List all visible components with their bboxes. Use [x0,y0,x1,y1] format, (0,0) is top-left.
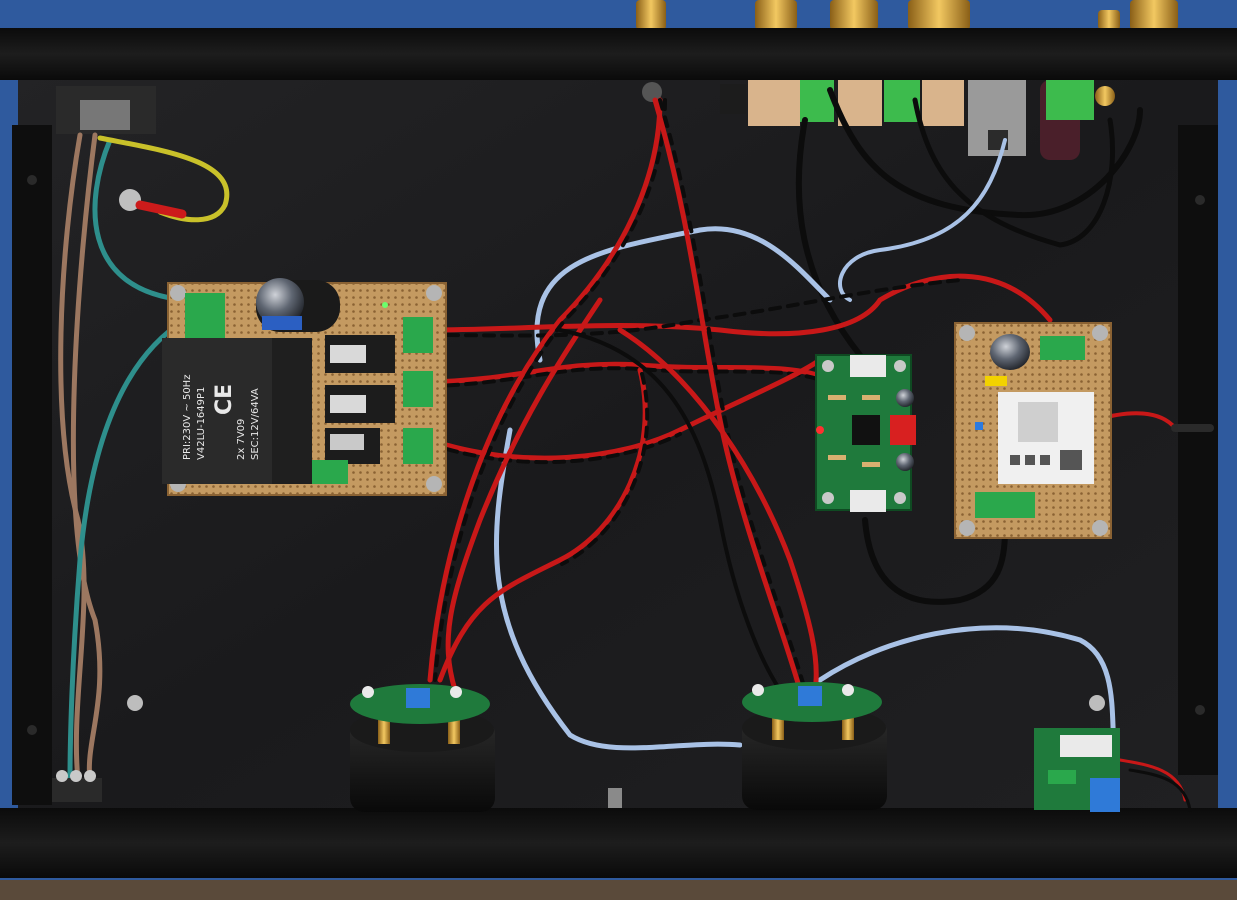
toroidal-transformer: PRI:230V ~ 50Hz V42LU-1649P1 2x 7V09 SEC… [162,338,312,484]
volume-knob-right [742,682,887,810]
opamp-chip [852,415,880,445]
mains-terminal-block [185,293,225,338]
ground-screw [119,189,141,211]
power-switch-board [1034,728,1120,812]
preamp-pcb [815,354,916,512]
transformer-label-rating: SEC:12V/64VA [250,388,261,460]
wiring-harness [58,87,1214,812]
rear-panel-jacks [642,80,1115,160]
transformer-label-secondary: 2x 7V09 [236,419,247,460]
bluetooth-receiver-board [954,322,1112,539]
transformer-label-model: V42LU-1649P1 [196,387,207,460]
right-side-wall [1178,125,1218,775]
voltage-regulators [325,335,395,464]
bottom-front-rail [0,808,1237,878]
bottom-left-terminals [52,770,102,802]
transformer-label-primary: PRI:230V ~ 50Hz [182,375,193,460]
wall-screws [27,175,1205,735]
output-terminals [308,317,433,484]
rear-connectors-top [636,0,1178,30]
power-supply-board: PRI:230V ~ 50Hz V42LU-1649P1 2x 7V09 SEC… [162,278,447,496]
power-terminal [890,415,916,445]
input-header [850,355,886,377]
left-side-wall [12,125,52,805]
volume-knob-left [350,684,495,812]
filter-capacitor [256,278,340,332]
floor-screws [127,695,1105,808]
mains-inlet [56,86,156,211]
top-front-rail [0,28,1237,80]
output-header [850,490,886,512]
table-edge [0,880,1237,900]
transformer-ce-mark: CE [212,384,237,415]
